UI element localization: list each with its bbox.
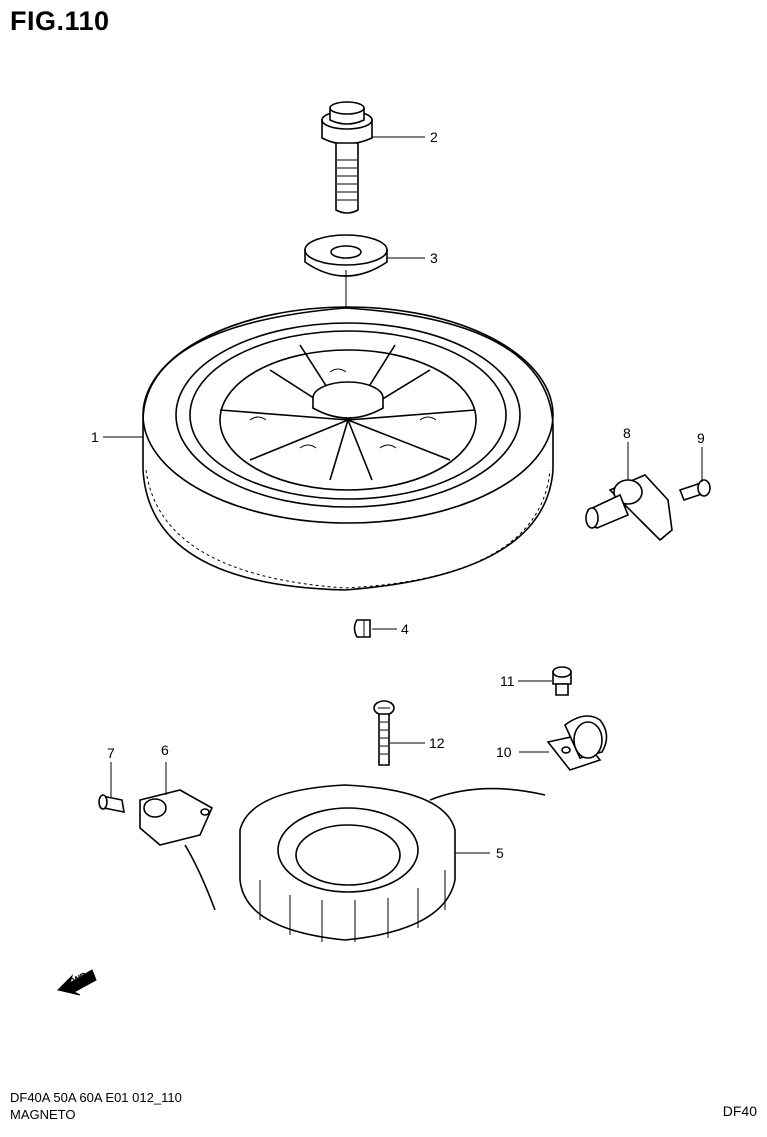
washer-part-3[interactable] bbox=[304, 234, 388, 277]
flange-bolt-part-2[interactable] bbox=[321, 101, 373, 214]
stator-part-5[interactable] bbox=[239, 784, 546, 942]
leader-lines bbox=[103, 136, 703, 854]
callout-5: 5 bbox=[496, 845, 504, 861]
bolt-part-11[interactable] bbox=[552, 666, 572, 696]
callout-10: 10 bbox=[496, 744, 512, 760]
callout-6: 6 bbox=[161, 742, 169, 758]
section-name: MAGNETO bbox=[10, 1107, 76, 1122]
callout-11: 11 bbox=[500, 673, 515, 689]
page-code: DF40 bbox=[722, 1103, 757, 1119]
callout-7: 7 bbox=[107, 745, 115, 761]
callout-2: 2 bbox=[430, 129, 438, 145]
model-code: DF40A 50A 60A E01 012_110 bbox=[10, 1090, 182, 1105]
callout-8: 8 bbox=[623, 425, 631, 441]
sensor-part-8[interactable] bbox=[585, 474, 673, 542]
fwd-arrow-icon bbox=[57, 969, 97, 996]
callout-4: 4 bbox=[401, 621, 409, 637]
callout-1: 1 bbox=[91, 429, 99, 445]
screw-part-12[interactable] bbox=[373, 700, 395, 766]
callout-9: 9 bbox=[697, 430, 705, 446]
callout-12: 12 bbox=[429, 735, 445, 751]
bolt-part-9[interactable] bbox=[678, 479, 711, 501]
pulser-coil-part-6[interactable] bbox=[139, 789, 216, 911]
footer-info: DF40A 50A 60A E01 012_110 MAGNETO bbox=[10, 1089, 182, 1123]
woodruff-key-part-4[interactable] bbox=[353, 619, 371, 638]
callout-3: 3 bbox=[430, 250, 438, 266]
flywheel-part-1[interactable] bbox=[142, 306, 554, 591]
bolt-part-7[interactable] bbox=[98, 794, 125, 814]
clamp-part-10[interactable] bbox=[546, 715, 608, 771]
figure-title: FIG.110 bbox=[10, 6, 110, 36]
